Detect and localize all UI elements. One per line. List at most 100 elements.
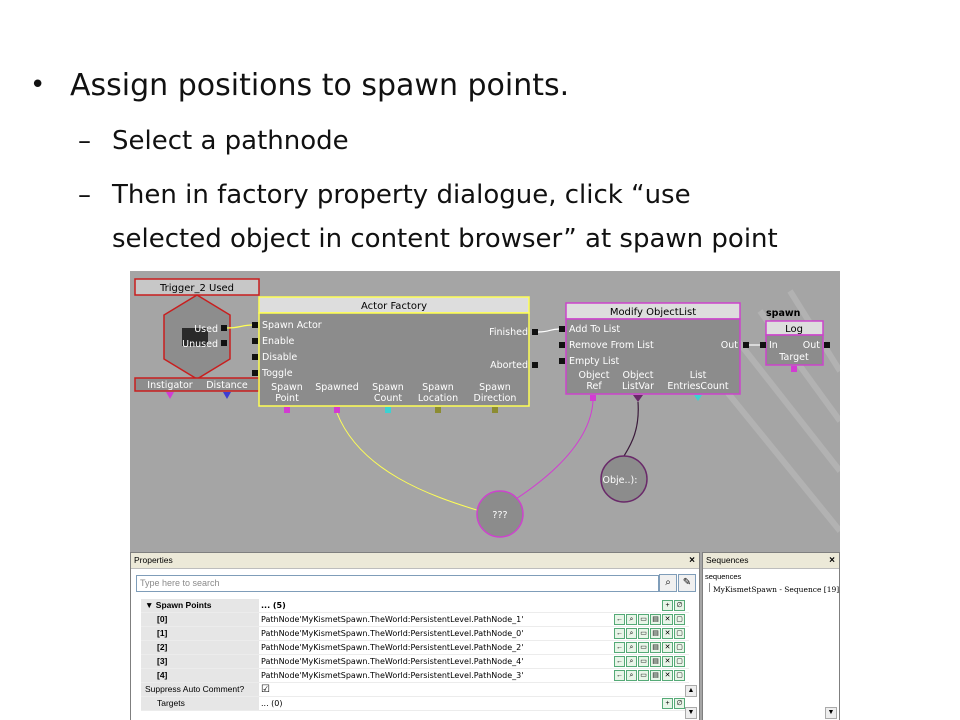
trigger-out-unused: Unused xyxy=(182,339,218,350)
kismet-canvas[interactable]: Trigger_2 Used Used Unused Instigator Di… xyxy=(130,271,840,551)
empty-icon[interactable]: ∅ xyxy=(674,698,685,709)
row-action-icons[interactable]: ←⌕▭▤✕▢ xyxy=(614,628,685,639)
insert-icon[interactable]: ▭ xyxy=(638,614,649,625)
property-row[interactable]: [2] PathNode'MyKismetSpawn.TheWorld:Pers… xyxy=(141,641,689,655)
browse-icon[interactable]: ⌕ xyxy=(626,642,637,653)
search-icon[interactable]: ⌕ xyxy=(659,574,677,592)
modify-in-remove: Remove From List xyxy=(569,340,654,351)
scroll-up-icon[interactable]: ▲ xyxy=(685,685,697,697)
modify-title: Modify ObjectList xyxy=(610,307,696,318)
empty-icon[interactable]: ∅ xyxy=(674,600,685,611)
tree-line xyxy=(709,583,710,592)
use-selected-icon[interactable]: ← xyxy=(614,614,625,625)
browse-icon[interactable]: ⌕ xyxy=(626,670,637,681)
property-row[interactable]: [1] PathNode'MyKismetSpawn.TheWorld:Pers… xyxy=(141,627,689,641)
log-in: In xyxy=(769,340,778,351)
use-selected-icon[interactable]: ← xyxy=(614,656,625,667)
checkbox[interactable]: ☑ xyxy=(261,684,270,695)
actor-factory-node[interactable]: Actor Factory Spawn Actor Enable Disable… xyxy=(252,296,538,413)
scroll-down-icon[interactable]: ▼ xyxy=(685,707,697,719)
clear-icon[interactable]: ▢ xyxy=(674,628,685,639)
property-row[interactable]: [3] PathNode'MyKismetSpawn.TheWorld:Pers… xyxy=(141,655,689,669)
trigger-out-used: Used xyxy=(194,324,218,335)
modify-in-empty: Empty List xyxy=(569,356,620,367)
clear-icon[interactable]: ▢ xyxy=(674,642,685,653)
browse-icon[interactable]: ⌕ xyxy=(626,656,637,667)
modify-objectlist-node[interactable]: Modify ObjectList Add To List Remove Fro… xyxy=(559,302,749,402)
search-input[interactable]: Type here to search xyxy=(136,575,659,592)
sub-bullet-text: Then in factory property dialogue, click… xyxy=(112,180,691,210)
use-selected-icon[interactable]: ← xyxy=(614,642,625,653)
sequences-panel: Sequences × sequences MyKismetSpawn - Se… xyxy=(702,552,840,720)
insert-icon[interactable]: ▭ xyxy=(638,642,649,653)
property-row[interactable]: [4] PathNode'MyKismetSpawn.TheWorld:Pers… xyxy=(141,669,689,683)
insert-icon[interactable]: ▭ xyxy=(638,670,649,681)
factory-in-spawn-actor: Spawn Actor xyxy=(262,320,322,331)
insert-icon[interactable]: ▭ xyxy=(638,628,649,639)
sequence-item[interactable]: MyKismetSpawn - Sequence [19] xyxy=(709,583,839,594)
main-bullet-text: Assign positions to spawn points. xyxy=(70,68,570,103)
dash: – xyxy=(78,180,91,210)
factory-var-spawn-count-2: Count xyxy=(374,393,402,404)
property-key: Suppress Auto Comment? xyxy=(141,683,259,696)
row-action-icons[interactable]: +∅ xyxy=(662,600,685,611)
trigger-node[interactable]: Trigger_2 Used Used Unused Instigator Di… xyxy=(134,278,260,399)
property-row[interactable]: Suppress Auto Comment? ☑ xyxy=(141,683,689,697)
modify-var-list-2: EntriesCount xyxy=(667,381,729,392)
factory-var-spawn-direction-1: Spawn xyxy=(479,382,511,393)
dash: – xyxy=(78,126,91,156)
log-node[interactable]: spawn Log In Out Target xyxy=(760,308,830,372)
duplicate-icon[interactable]: ▤ xyxy=(650,614,661,625)
add-icon[interactable]: + xyxy=(662,698,673,709)
insert-icon[interactable]: ▭ xyxy=(638,656,649,667)
factory-in-enable: Enable xyxy=(262,336,295,347)
clear-search-icon[interactable]: ✎ xyxy=(678,574,696,592)
use-selected-icon[interactable]: ← xyxy=(614,670,625,681)
log-comment: spawn xyxy=(766,308,801,319)
factory-var-spawn-location-2: Location xyxy=(418,393,458,404)
property-value: PathNode'MyKismetSpawn.TheWorld:Persiste… xyxy=(261,643,524,652)
property-value: PathNode'MyKismetSpawn.TheWorld:Persiste… xyxy=(261,657,524,666)
property-key: [1] xyxy=(141,627,259,640)
browse-icon[interactable]: ⌕ xyxy=(626,614,637,625)
modify-in-add: Add To List xyxy=(569,324,620,335)
factory-var-spawn-direction-2: Direction xyxy=(474,393,517,404)
row-action-icons[interactable]: ←⌕▭▤✕▢ xyxy=(614,642,685,653)
delete-icon[interactable]: ✕ xyxy=(662,628,673,639)
delete-icon[interactable]: ✕ xyxy=(662,656,673,667)
clear-icon[interactable]: ▢ xyxy=(674,614,685,625)
property-value: ... (0) xyxy=(261,699,283,708)
use-selected-icon[interactable]: ← xyxy=(614,628,625,639)
property-row[interactable]: Targets ... (0) +∅ xyxy=(141,697,689,711)
duplicate-icon[interactable]: ▤ xyxy=(650,642,661,653)
var-objectlist-label: Obje..): xyxy=(603,475,638,486)
delete-icon[interactable]: ✕ xyxy=(662,670,673,681)
duplicate-icon[interactable]: ▤ xyxy=(650,670,661,681)
property-key: [2] xyxy=(141,641,259,654)
properties-title: Properties xyxy=(134,555,173,565)
kismet-graph: Trigger_2 Used Used Unused Instigator Di… xyxy=(134,278,840,538)
add-icon[interactable]: + xyxy=(662,600,673,611)
row-action-icons[interactable]: ←⌕▭▤✕▢ xyxy=(614,670,685,681)
delete-icon[interactable]: ✕ xyxy=(662,642,673,653)
factory-var-spawn-point-1: Spawn xyxy=(271,382,303,393)
delete-icon[interactable]: ✕ xyxy=(662,614,673,625)
row-action-icons[interactable]: +∅ xyxy=(662,698,685,709)
row-action-icons[interactable]: ←⌕▭▤✕▢ xyxy=(614,656,685,667)
duplicate-icon[interactable]: ▤ xyxy=(650,656,661,667)
clear-icon[interactable]: ▢ xyxy=(674,670,685,681)
property-row[interactable]: [0] PathNode'MyKismetSpawn.TheWorld:Pers… xyxy=(141,613,689,627)
sequences-root[interactable]: sequences xyxy=(705,572,742,581)
close-icon[interactable]: × xyxy=(829,555,835,566)
duplicate-icon[interactable]: ▤ xyxy=(650,628,661,639)
clear-icon[interactable]: ▢ xyxy=(674,656,685,667)
close-icon[interactable]: × xyxy=(689,555,695,566)
scroll-down-icon[interactable]: ▼ xyxy=(825,707,837,719)
log-var-target: Target xyxy=(778,352,809,363)
property-row[interactable]: ▼ Spawn Points ... (5) +∅ xyxy=(141,599,689,613)
browse-icon[interactable]: ⌕ xyxy=(626,628,637,639)
factory-var-spawn-point-2: Point xyxy=(275,393,299,404)
var-unknown[interactable]: ??? xyxy=(476,490,524,538)
var-objectlist[interactable]: Obje..): xyxy=(600,455,648,503)
row-action-icons[interactable]: ←⌕▭▤✕▢ xyxy=(614,614,685,625)
